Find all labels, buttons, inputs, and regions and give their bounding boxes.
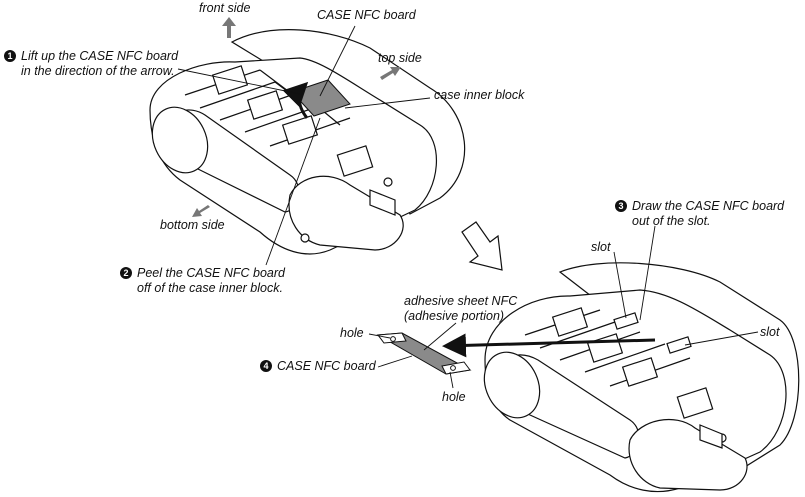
step-2-line2: off of the case inner block. <box>137 281 283 295</box>
step-1-badge: 1 <box>4 50 16 62</box>
hole-right-mark <box>450 365 456 371</box>
step-3-line1: Draw the CASE NFC board <box>632 199 785 213</box>
case-nfc-board-removed <box>376 332 472 375</box>
adhesive-sheet-label-line1: adhesive sheet NFC <box>404 294 518 308</box>
top-side-arrow <box>380 67 401 80</box>
step-1-instruction: 1 Lift up the CASE NFC board in the dire… <box>4 49 178 79</box>
lift-arrow <box>282 81 309 119</box>
printer-bottom-view <box>483 262 800 493</box>
step-3-line2: out of the slot. <box>632 214 711 228</box>
case-nfc-board-label: CASE NFC board <box>317 8 416 22</box>
front-side-arrow <box>222 17 236 38</box>
printer-top-view <box>149 29 466 255</box>
leader-lines-top <box>177 25 431 266</box>
step-3-badge: 3 <box>615 200 627 212</box>
step-2-instruction: 2 Peel the CASE NFC board off of the cas… <box>120 266 285 296</box>
step-4-instruction: 4 CASE NFC board <box>260 359 376 374</box>
hole-label-left: hole <box>340 326 364 340</box>
bottom-side-label: bottom side <box>160 218 225 232</box>
slot-label-right: slot <box>760 325 780 339</box>
case-inner-block-label: case inner block <box>434 88 525 102</box>
step-2-line1: Peel the CASE NFC board <box>137 266 285 280</box>
leader-lines-bottom <box>368 225 759 389</box>
top-side-label: top side <box>378 51 422 65</box>
step-1-line1: Lift up the CASE NFC board <box>21 49 179 63</box>
hole-label-right: hole <box>442 390 466 404</box>
hole-left-mark <box>390 336 396 342</box>
bottom-side-arrow <box>192 205 210 217</box>
draw-out-arrow <box>442 333 656 358</box>
step-4-line1: CASE NFC board <box>277 359 376 373</box>
step-2-badge: 2 <box>120 267 132 279</box>
slot-label-left: slot <box>591 240 611 254</box>
step-1-line2: in the direction of the arrow. <box>21 64 175 78</box>
transition-arrow <box>461 221 503 271</box>
adhesive-sheet-label-line2: (adhesive portion) <box>404 309 505 323</box>
step-4-badge: 4 <box>260 360 272 372</box>
front-side-label: front side <box>199 1 251 15</box>
step-3-instruction: 3 Draw the CASE NFC board out of the slo… <box>615 199 784 229</box>
